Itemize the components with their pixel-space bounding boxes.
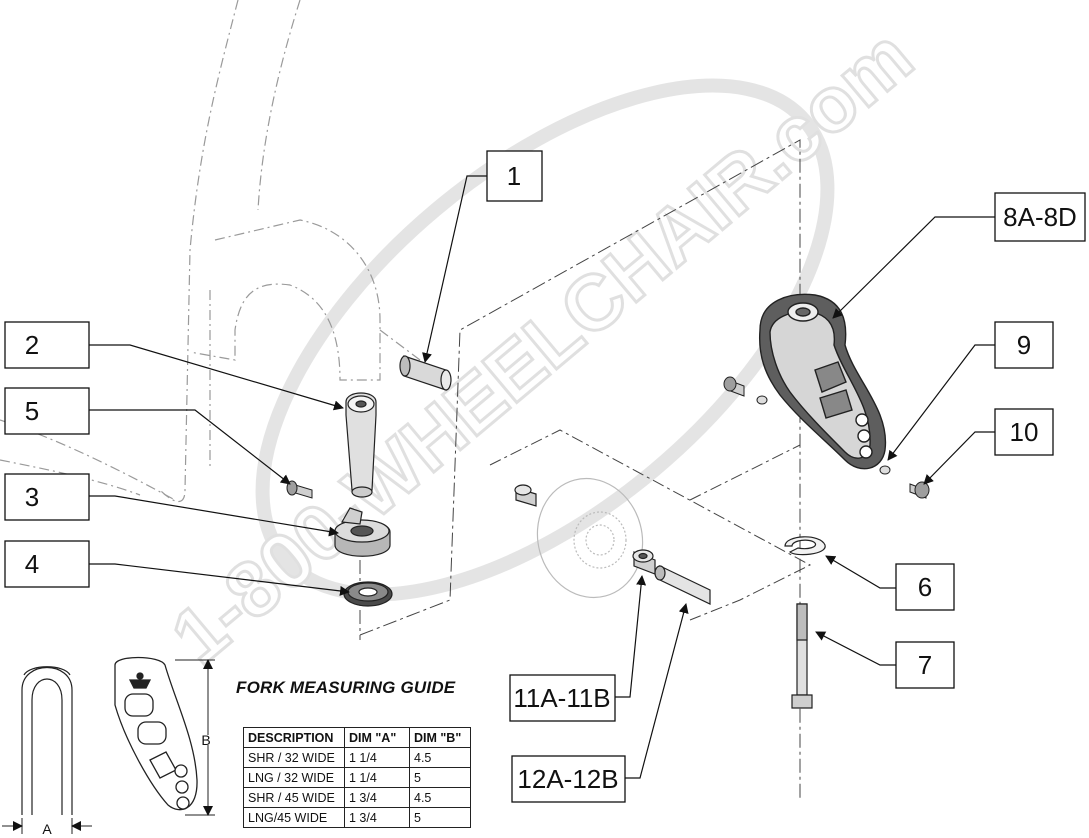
callout-4-label: 4 (25, 549, 39, 579)
table-row: LNG/45 WIDE 1 3/4 5 (243, 807, 471, 828)
bearing-housing-part (334, 507, 391, 557)
measuring-guide-title: FORK MEASURING GUIDE (236, 678, 456, 697)
dim-b-label: B (201, 732, 210, 748)
table-cell: 4.5 (409, 747, 471, 768)
column-header: DIM "A" (344, 727, 410, 748)
leader-lines (89, 175, 995, 779)
callout-11a-11b: 11A-11B (509, 674, 616, 722)
table-cell: 1 1/4 (344, 767, 410, 788)
table-cell: SHR / 45 WIDE (243, 787, 345, 808)
table-cell: 1 3/4 (344, 787, 410, 808)
callout-11-label: 11A-11B (513, 683, 610, 713)
callout-2-label: 2 (25, 330, 39, 360)
stem-part (345, 392, 377, 498)
table-cell: LNG/45 WIDE (243, 807, 345, 828)
table-cell: 5 (409, 767, 471, 788)
column-header: DIM "B" (409, 727, 471, 748)
callout-10: 10 (994, 408, 1054, 456)
callout-6-label: 6 (918, 572, 932, 602)
table-cell: 4.5 (409, 787, 471, 808)
retaining-clip-part (784, 536, 826, 556)
table-cell: SHR / 32 WIDE (243, 747, 345, 768)
fork-front-view (21, 666, 73, 815)
callout-5: 5 (4, 387, 90, 435)
callout-7: 7 (895, 641, 955, 689)
dim-a-label: A (42, 821, 52, 837)
callout-1-label: 1 (507, 161, 521, 191)
callout-9-label: 9 (1017, 330, 1031, 360)
callout-9: 9 (994, 321, 1054, 369)
axle-pin-part (399, 355, 452, 391)
callout-5-label: 5 (25, 396, 39, 426)
callout-7-label: 7 (918, 650, 932, 680)
table-cell: LNG / 32 WIDE (243, 767, 345, 788)
callout-10-label: 10 (1010, 417, 1039, 447)
callout-6: 6 (895, 563, 955, 611)
callout-3: 3 (4, 473, 90, 521)
table-cell: 1 3/4 (344, 807, 410, 828)
table-cell: 1 1/4 (344, 747, 410, 768)
callout-4: 4 (4, 540, 90, 588)
callout-12-label: 12A-12B (517, 764, 618, 794)
axle-tube-part (654, 565, 711, 605)
table-row: LNG / 32 WIDE 1 1/4 5 (243, 767, 471, 788)
fork-part (758, 293, 887, 470)
washer-part (343, 581, 393, 607)
fork-screws (723, 376, 930, 499)
table-row: SHR / 45 WIDE 1 3/4 4.5 (243, 787, 471, 808)
callout-12a-12b: 12A-12B (511, 755, 626, 803)
callout-8-label: 8A-8D (1003, 202, 1077, 232)
dim-b-marker (175, 659, 215, 816)
table-cell: 5 (409, 807, 471, 828)
column-header: DESCRIPTION (243, 727, 345, 748)
measuring-guide-table: DESCRIPTION DIM "A" DIM "B" SHR / 32 WID… (243, 727, 471, 828)
dim-a-marker (2, 818, 92, 834)
fork-side-view (114, 656, 198, 811)
caster-wheel (536, 477, 644, 599)
table-header-row: DESCRIPTION DIM "A" DIM "B" (243, 727, 471, 748)
assembly-lines-wheel (489, 429, 812, 621)
callout-3-label: 3 (25, 482, 39, 512)
callout-8a-8d: 8A-8D (994, 192, 1086, 242)
table-row: SHR / 32 WIDE 1 1/4 4.5 (243, 747, 471, 768)
callout-1: 1 (486, 150, 543, 202)
bolt-part (791, 603, 813, 709)
callout-2: 2 (4, 321, 90, 369)
spacer-part (514, 484, 656, 575)
